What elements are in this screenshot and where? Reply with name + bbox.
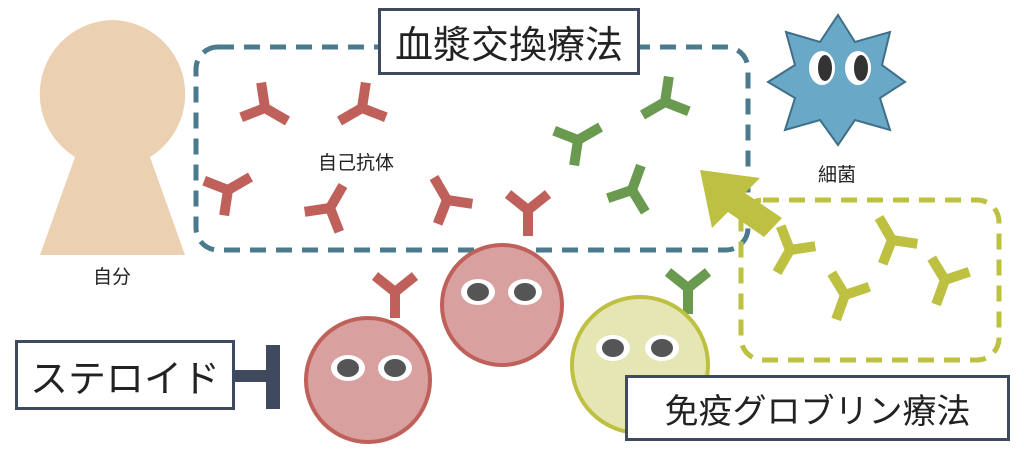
ivig-antibodies [760,207,970,326]
self-silhouette [39,20,186,255]
steroid-box: ステロイド [15,340,235,410]
plasma-exchange-title: 血漿交換療法 [378,8,640,75]
red-cell-1 [440,243,564,367]
bacteria-icon [766,13,907,147]
inhibit-icon [235,345,280,409]
self-label: 自分 [93,266,132,288]
bacteria-antibodies [554,77,708,314]
ivig-box: 免疫グロブリン療法 [625,375,1010,441]
red-cell-2 [304,316,432,444]
autoantibody-label: 自己抗体 [318,152,395,174]
ivig-region [738,197,1002,363]
plasma-exchange-region [193,44,751,253]
bacteria-label: 細菌 [818,164,857,186]
arrow-icon [700,170,782,237]
